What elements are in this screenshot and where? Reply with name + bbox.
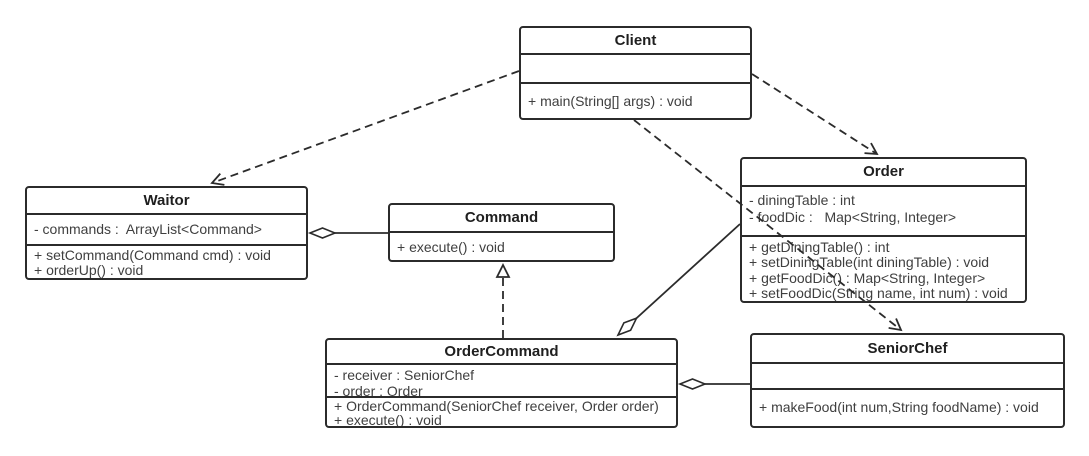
attribute-fooddic: - foodDic : Map<String, Integer> bbox=[749, 209, 956, 225]
method-getdiningtable: + getDiningTable() : int bbox=[749, 238, 890, 255]
class-title-order: Order bbox=[863, 163, 904, 180]
method-main: + main(String[] args) : void bbox=[528, 93, 693, 109]
ordercommand-attributes: - receiver : SeniorChef - order : Order bbox=[327, 363, 676, 396]
seniorchef-methods: + makeFood(int num,String foodName) : vo… bbox=[752, 388, 1063, 426]
dependency-client-to-waitor bbox=[210, 70, 520, 186]
seniorchef-attributes-empty bbox=[752, 362, 1063, 388]
method-constructor: + OrderCommand(SeniorChef receiver, Orde… bbox=[334, 397, 659, 414]
class-box-command: Command + execute() : void bbox=[388, 203, 615, 262]
attribute-receiver: - receiver : SeniorChef bbox=[334, 367, 475, 383]
command-methods: + execute() : void bbox=[390, 231, 613, 260]
ordercommand-methods: + OrderCommand(SeniorChef receiver, Orde… bbox=[327, 395, 676, 426]
attribute-diningtable: - diningTable : int bbox=[749, 192, 855, 208]
method-setfooddic: + setFoodDic(String name, int num) : voi… bbox=[749, 285, 1008, 301]
class-box-order: Order - diningTable : int - foodDic : Ma… bbox=[740, 157, 1027, 303]
order-methods: + getDiningTable() : int + setDiningTabl… bbox=[742, 234, 1025, 301]
method-getfooddic: + getFoodDic() : Map<String, Integer> bbox=[749, 269, 986, 286]
class-box-ordercommand: OrderCommand - receiver : SeniorChef - o… bbox=[325, 338, 678, 428]
class-title-command: Command bbox=[464, 209, 539, 226]
class-title-ordercommand: OrderCommand bbox=[444, 343, 559, 360]
order-attributes: - diningTable : int - foodDic : Map<Stri… bbox=[742, 185, 1025, 235]
attribute-order: - order : Order bbox=[334, 383, 423, 396]
method-setdiningtable: + setDiningTable(int diningTable) : void bbox=[749, 254, 990, 271]
class-box-waitor: Waitor - commands : ArrayList<Command> +… bbox=[25, 186, 308, 280]
dependency-client-to-order bbox=[751, 73, 879, 156]
client-methods: + main(String[] args) : void bbox=[521, 82, 750, 118]
class-title-waitor: Waitor bbox=[143, 192, 190, 209]
waitor-attributes: - commands : ArrayList<Command> bbox=[27, 213, 306, 244]
class-box-seniorchef: SeniorChef + makeFood(int num,String foo… bbox=[750, 333, 1065, 428]
class-title-client: Client bbox=[614, 32, 657, 49]
method-execute-impl: + execute() : void bbox=[334, 412, 442, 426]
method-setcommand: + setCommand(Command cmd) : void bbox=[34, 247, 271, 263]
client-attributes-empty bbox=[521, 53, 750, 82]
class-box-client: Client + main(String[] args) : void bbox=[519, 26, 752, 120]
waitor-methods: + setCommand(Command cmd) : void + order… bbox=[27, 244, 306, 278]
class-title-seniorchef: SeniorChef bbox=[867, 340, 948, 357]
method-orderup: + orderUp() : void bbox=[34, 262, 144, 278]
aggregation-ordercommand-order bbox=[618, 223, 741, 335]
method-makefood: + makeFood(int num,String foodName) : vo… bbox=[759, 399, 1039, 415]
attribute-commands: - commands : ArrayList<Command> bbox=[34, 221, 262, 237]
method-execute: + execute() : void bbox=[397, 239, 505, 255]
